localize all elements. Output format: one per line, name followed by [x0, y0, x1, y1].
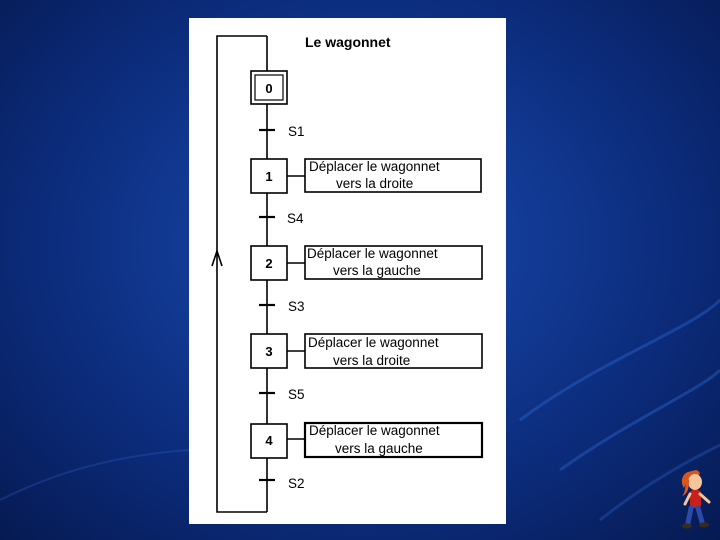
transition-label: S2: [288, 476, 305, 491]
transition-s1: S1: [259, 124, 305, 139]
loop-back-line: [216, 35, 267, 513]
action-line-1: Déplacer le wagonnet: [309, 159, 440, 174]
step-4: 4: [250, 423, 288, 459]
step-number: 0: [265, 81, 272, 96]
action-line-2: vers la droite: [333, 353, 410, 368]
transition-s3: S3: [259, 299, 305, 314]
action-1: Déplacer le wagonnet vers la droite: [287, 158, 482, 193]
step-number: 1: [265, 169, 272, 184]
action-line-2: vers la droite: [336, 176, 413, 191]
step-number: 3: [265, 344, 272, 359]
action-4: Déplacer le wagonnet vers la gauche: [287, 421, 484, 459]
transition-label: S3: [288, 299, 305, 314]
transition-s4: S4: [259, 211, 304, 226]
transition-label: S4: [287, 211, 304, 226]
action-3: Déplacer le wagonnet vers la droite: [287, 333, 483, 369]
step-number: 2: [265, 256, 272, 271]
action-line-1: Déplacer le wagonnet: [308, 335, 439, 350]
transition-label: S1: [288, 124, 305, 139]
step-3: 3: [250, 333, 288, 369]
step-0: 0: [250, 70, 288, 105]
action-line-1: Déplacer le wagonnet: [309, 423, 440, 438]
grafcet-diagram: Le wagonnet 0 1: [211, 34, 484, 513]
action-line-2: vers la gauche: [333, 263, 421, 278]
transition-label: S5: [288, 387, 305, 402]
grafcet-panel: Le wagonnet 0 1: [189, 18, 506, 524]
step-1: 1: [250, 158, 288, 194]
transition-s2: S2: [259, 476, 305, 491]
action-line-2: vers la gauche: [335, 441, 423, 456]
cartoon-girl-walking-icon: [681, 470, 711, 529]
action-2: Déplacer le wagonnet vers la gauche: [287, 245, 483, 280]
action-line-1: Déplacer le wagonnet: [307, 246, 438, 261]
diagram-title: Le wagonnet: [305, 34, 391, 50]
step-2: 2: [250, 245, 288, 281]
step-number: 4: [265, 433, 273, 448]
up-arrow-icon: [211, 248, 223, 267]
transition-s5: S5: [259, 387, 305, 402]
